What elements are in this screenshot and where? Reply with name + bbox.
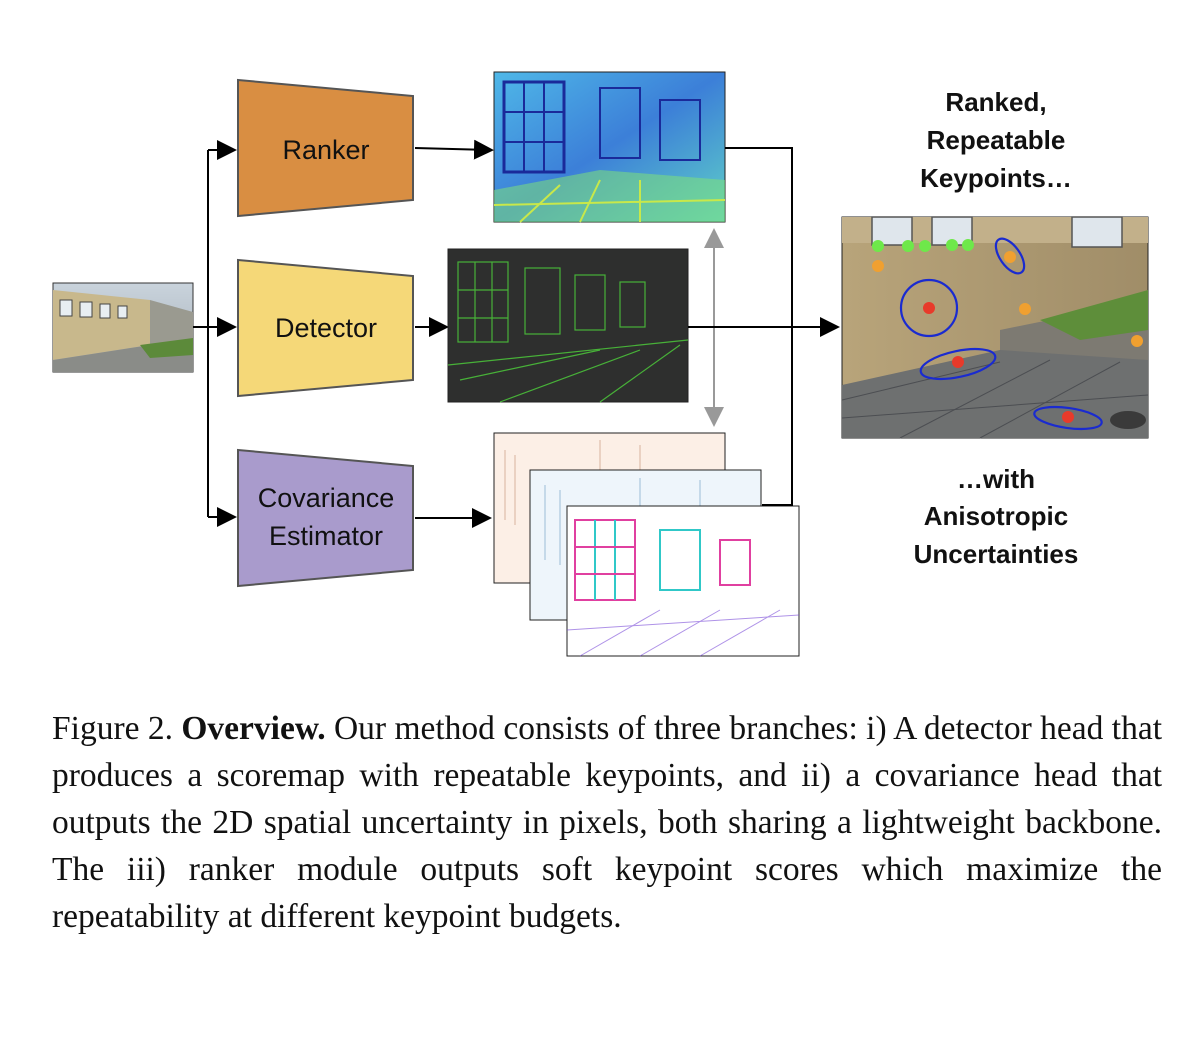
block-output-arrows bbox=[414, 139, 494, 528]
svg-text:Keypoints…: Keypoints… bbox=[920, 163, 1072, 193]
covariance-label-line2: Estimator bbox=[269, 521, 383, 551]
uncertainty-ellipse bbox=[1033, 405, 1103, 431]
caption-label: Figure 2. bbox=[52, 710, 173, 747]
merge-connectors bbox=[688, 147, 840, 506]
output-keypoint-image bbox=[841, 216, 1149, 439]
detector-scoremap-image bbox=[447, 248, 689, 403]
ranker-label: Ranker bbox=[282, 135, 369, 165]
svg-text:Ranked,: Ranked, bbox=[945, 87, 1046, 117]
keypoint-orange bbox=[1019, 303, 1031, 315]
svg-text:Repeatable: Repeatable bbox=[927, 125, 1066, 155]
covariance-label-line1: Covariance bbox=[258, 483, 395, 513]
svg-text:Uncertainties: Uncertainties bbox=[914, 539, 1079, 569]
output-label-top: Ranked, Repeatable Keypoints… bbox=[920, 87, 1072, 193]
svg-text:Anisotropic: Anisotropic bbox=[924, 501, 1068, 531]
uncertainty-ellipse bbox=[899, 278, 959, 338]
detector-label: Detector bbox=[275, 313, 377, 343]
uncertainty-ellipse bbox=[994, 237, 1026, 275]
keypoint-red bbox=[1062, 411, 1074, 423]
keypoint-red bbox=[923, 302, 935, 314]
covariance-output-stack bbox=[493, 432, 800, 657]
keypoint-orange bbox=[872, 260, 884, 272]
uncertainty-ellipse bbox=[919, 347, 997, 381]
keypoint-red bbox=[952, 356, 964, 368]
caption-title: Overview. bbox=[181, 710, 326, 747]
caption-body: Our method consists of three branches: i… bbox=[52, 710, 1163, 935]
overview-figure: Ranker Detector Covariance Estimator bbox=[52, 71, 1149, 657]
output-label-bottom: …with Anisotropic Uncertainties bbox=[914, 464, 1079, 569]
ranker-scoremap-image bbox=[493, 71, 726, 223]
input-image bbox=[52, 282, 194, 373]
keypoint-orange bbox=[1004, 251, 1016, 263]
keypoint-green bbox=[919, 240, 931, 252]
svg-text:…with: …with bbox=[957, 464, 1035, 494]
covariance-estimator-block: Covariance Estimator bbox=[237, 448, 414, 588]
keypoint-green bbox=[902, 240, 914, 252]
keypoint-green bbox=[872, 240, 884, 252]
keypoint-green bbox=[946, 239, 958, 251]
keypoint-green bbox=[962, 239, 974, 251]
branch-connectors bbox=[193, 140, 237, 527]
figure-caption: Figure 2. Overview. Our method consists … bbox=[52, 705, 1162, 940]
keypoint-orange bbox=[1131, 335, 1143, 347]
ranker-block: Ranker bbox=[237, 78, 414, 218]
detector-block: Detector bbox=[237, 258, 414, 398]
